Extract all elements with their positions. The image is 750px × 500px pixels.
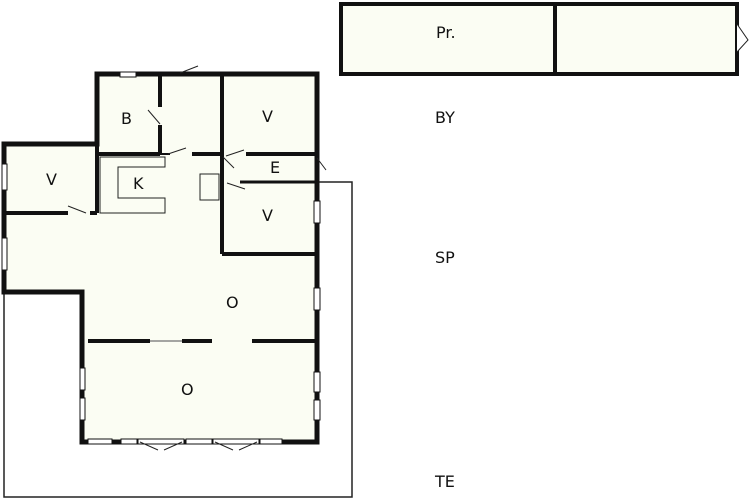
bedroom-top-label: V: [262, 107, 273, 126]
annex-door: [736, 23, 749, 53]
interior-walls: [4, 76, 317, 343]
exterior-wall: [1, 71, 320, 445]
living-lower-label: O: [181, 380, 194, 399]
living-upper-label: O: [226, 293, 239, 312]
terrace-doors: [137, 438, 260, 451]
doors: [67, 65, 327, 214]
legend-sp: SP: [435, 248, 455, 267]
bathroom-label: B: [121, 109, 132, 128]
kitchen-label: K: [133, 174, 144, 193]
annex-building: [339, 2, 739, 76]
bedroom-left-label: V: [46, 170, 57, 189]
legend-by: BY: [435, 108, 455, 127]
windows: [1, 71, 321, 445]
entrance-label: E: [270, 158, 280, 177]
terrace: [3, 181, 353, 498]
annex-room-label: Pr.: [436, 23, 456, 42]
legend-te: TE: [434, 472, 455, 491]
bedroom-mid-label: V: [262, 206, 273, 225]
stove: [199, 173, 220, 201]
